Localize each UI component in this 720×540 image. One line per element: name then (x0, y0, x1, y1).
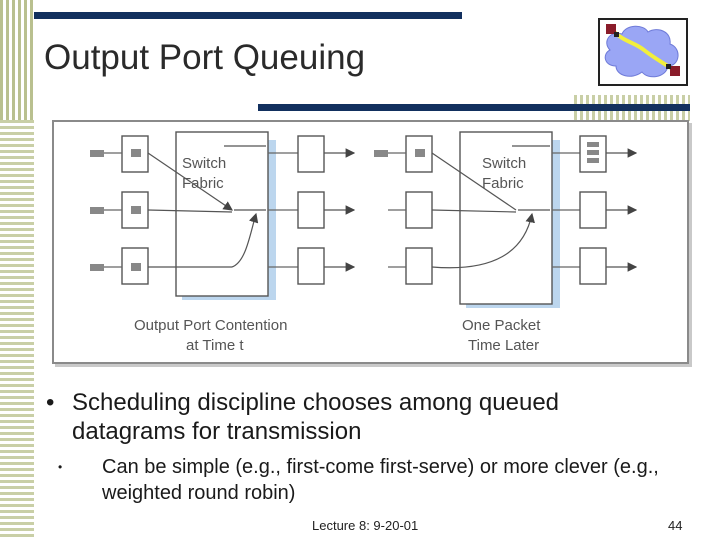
right-caption-1: One Packet (462, 317, 541, 334)
left-fabric-label-1: Switch (182, 155, 226, 172)
right-fabric-label-1: Switch (482, 155, 526, 172)
sub-bullet-text: Can be simple (e.g., first-come first-se… (102, 456, 659, 504)
bullet-list: • Scheduling discipline chooses among qu… (46, 388, 666, 506)
bullet-icon: • (46, 389, 55, 416)
right-input-port (374, 135, 433, 173)
sub-bullet-item: • Can be simple (e.g., first-come first-… (46, 454, 666, 506)
left-input-port (90, 247, 149, 285)
top-bar-decoration (34, 12, 462, 19)
left-panel: Switch Fabric (90, 131, 356, 354)
bullet-item: • Scheduling discipline chooses among qu… (46, 388, 666, 446)
right-fabric-label-2: Fabric (482, 175, 524, 192)
mid-bar-decoration (258, 104, 690, 111)
right-input-port (388, 247, 433, 285)
left-caption-2: at Time t (186, 337, 244, 354)
page-number: 44 (668, 518, 683, 533)
right-switch-fabric (459, 131, 553, 305)
left-input-port (90, 135, 149, 173)
left-output-port (297, 191, 356, 229)
right-panel: Switch Fabric (374, 131, 638, 354)
bullet-text: Scheduling discipline chooses among queu… (72, 389, 560, 445)
slide-footer: Lecture 8: 9-20-01 (312, 518, 419, 533)
left-output-port (297, 247, 356, 285)
left-stripe-top-decoration (0, 0, 34, 120)
left-input-port (90, 191, 149, 229)
right-output-port (579, 135, 638, 173)
left-output-port (297, 135, 356, 173)
slide-title: Output Port Queuing (44, 38, 366, 77)
right-caption-2: Time Later (468, 337, 539, 354)
output-port-queuing-figure: Switch Fabric (52, 120, 689, 364)
right-output-port (579, 191, 638, 229)
right-input-port (388, 191, 433, 229)
left-fabric-label-2: Fabric (182, 175, 224, 192)
right-output-port (579, 247, 638, 285)
left-caption-1: Output Port Contention (134, 317, 287, 334)
network-cloud-icon (598, 18, 688, 86)
sub-bullet-icon: • (58, 460, 63, 474)
